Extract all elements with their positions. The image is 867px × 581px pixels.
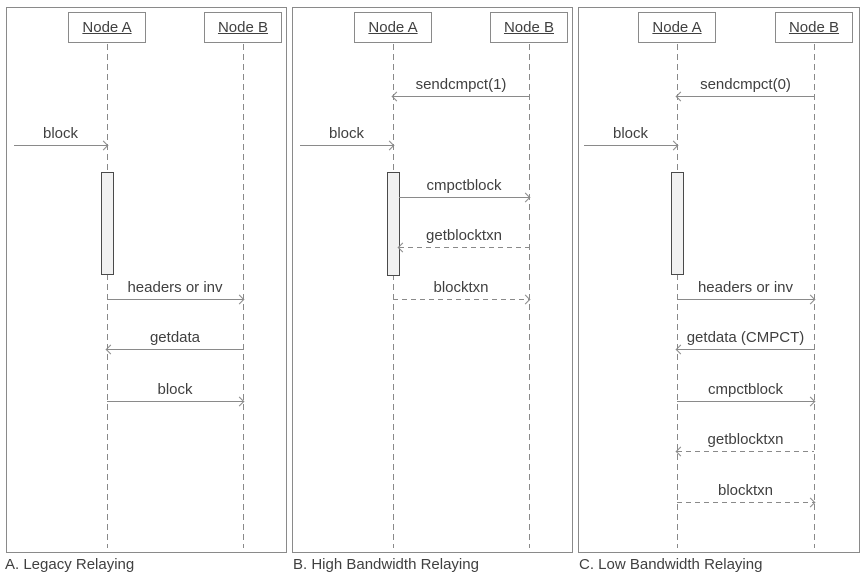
message-label: headers or inv — [697, 279, 794, 296]
message-label: cmpctblock — [707, 381, 784, 398]
panel-high-bandwidth-relaying — [292, 7, 573, 553]
message-label: blocktxn — [433, 279, 489, 296]
arrow-line — [393, 294, 531, 305]
actor-label: Node B — [503, 19, 555, 36]
lifeline-node-a — [393, 44, 394, 548]
message-blocktxn: blocktxn — [393, 278, 531, 305]
lifeline-node-a — [107, 44, 108, 548]
arrow-line — [107, 396, 245, 407]
arrow-line — [677, 396, 816, 407]
actor-box-node-a: Node A — [638, 12, 716, 43]
message-label: sendcmpct(1) — [415, 76, 507, 93]
message-label: block — [157, 381, 193, 398]
actor-box-node-b: Node B — [490, 12, 568, 43]
arrow-line — [391, 91, 529, 102]
message-cmpctblock: cmpctblock — [677, 380, 816, 407]
message-block-in: block — [14, 124, 109, 151]
message-label: block — [328, 125, 365, 142]
message-block-in: block — [584, 124, 679, 151]
message-label: headers or inv — [127, 279, 223, 296]
lifeline-node-b — [243, 44, 244, 548]
message-label: cmpctblock — [426, 177, 502, 194]
message-getblocktxn: getblocktxn — [397, 226, 529, 253]
arrow-line — [107, 294, 245, 305]
actor-box-node-b: Node B — [204, 12, 282, 43]
arrow-line — [14, 140, 109, 151]
panel-legacy-relaying — [6, 7, 287, 553]
message-getdata-cmpct: getdata (CMPCT) — [675, 328, 814, 355]
arrow-line — [300, 140, 395, 151]
message-label: getblocktxn — [707, 431, 784, 448]
activation-bar — [671, 172, 684, 275]
message-label: block — [612, 125, 649, 142]
arrow-line — [397, 242, 529, 253]
actor-label: Node B — [217, 19, 269, 36]
arrow-line — [675, 344, 814, 355]
arrow-line — [399, 192, 531, 203]
message-blocktxn: blocktxn — [677, 481, 816, 508]
actor-label: Node B — [788, 19, 840, 36]
lifeline-node-b — [814, 44, 815, 548]
message-label: getdata (CMPCT) — [686, 329, 805, 346]
arrow-line — [105, 344, 243, 355]
lifeline-node-b — [529, 44, 530, 548]
message-sendcmpct1: sendcmpct(1) — [391, 75, 529, 102]
message-sendcmpct0: sendcmpct(0) — [675, 75, 814, 102]
panel-caption-c: C. Low Bandwidth Relaying — [579, 556, 763, 573]
message-label: blocktxn — [717, 482, 774, 499]
message-label: sendcmpct(0) — [700, 76, 791, 93]
panel-caption-b: B. High Bandwidth Relaying — [293, 556, 479, 573]
message-getdata: getdata — [105, 328, 243, 355]
arrow-line — [677, 294, 816, 305]
lifeline-node-a — [677, 44, 678, 548]
message-getblocktxn: getblocktxn — [675, 430, 814, 457]
message-cmpctblock: cmpctblock — [399, 176, 531, 203]
message-block: block — [107, 380, 245, 407]
message-label: getdata — [149, 329, 201, 346]
actor-label: Node A — [82, 19, 132, 36]
actor-label: Node A — [368, 19, 418, 36]
message-label: block — [42, 125, 79, 142]
message-headers-or-inv: headers or inv — [107, 278, 245, 305]
activation-bar — [101, 172, 114, 275]
panel-low-bandwidth-relaying — [578, 7, 860, 553]
panel-caption-a: A. Legacy Relaying — [5, 556, 135, 573]
actor-box-node-b: Node B — [775, 12, 853, 43]
actor-box-node-a: Node A — [68, 12, 146, 43]
actor-box-node-a: Node A — [354, 12, 432, 43]
message-block-in: block — [300, 124, 395, 151]
arrow-line — [675, 446, 814, 457]
arrow-line — [675, 91, 814, 102]
actor-label: Node A — [652, 19, 702, 36]
arrow-line — [677, 497, 816, 508]
message-label: getblocktxn — [426, 227, 502, 244]
activation-bar — [387, 172, 400, 276]
message-headers-or-inv: headers or inv — [677, 278, 816, 305]
arrow-line — [584, 140, 679, 151]
